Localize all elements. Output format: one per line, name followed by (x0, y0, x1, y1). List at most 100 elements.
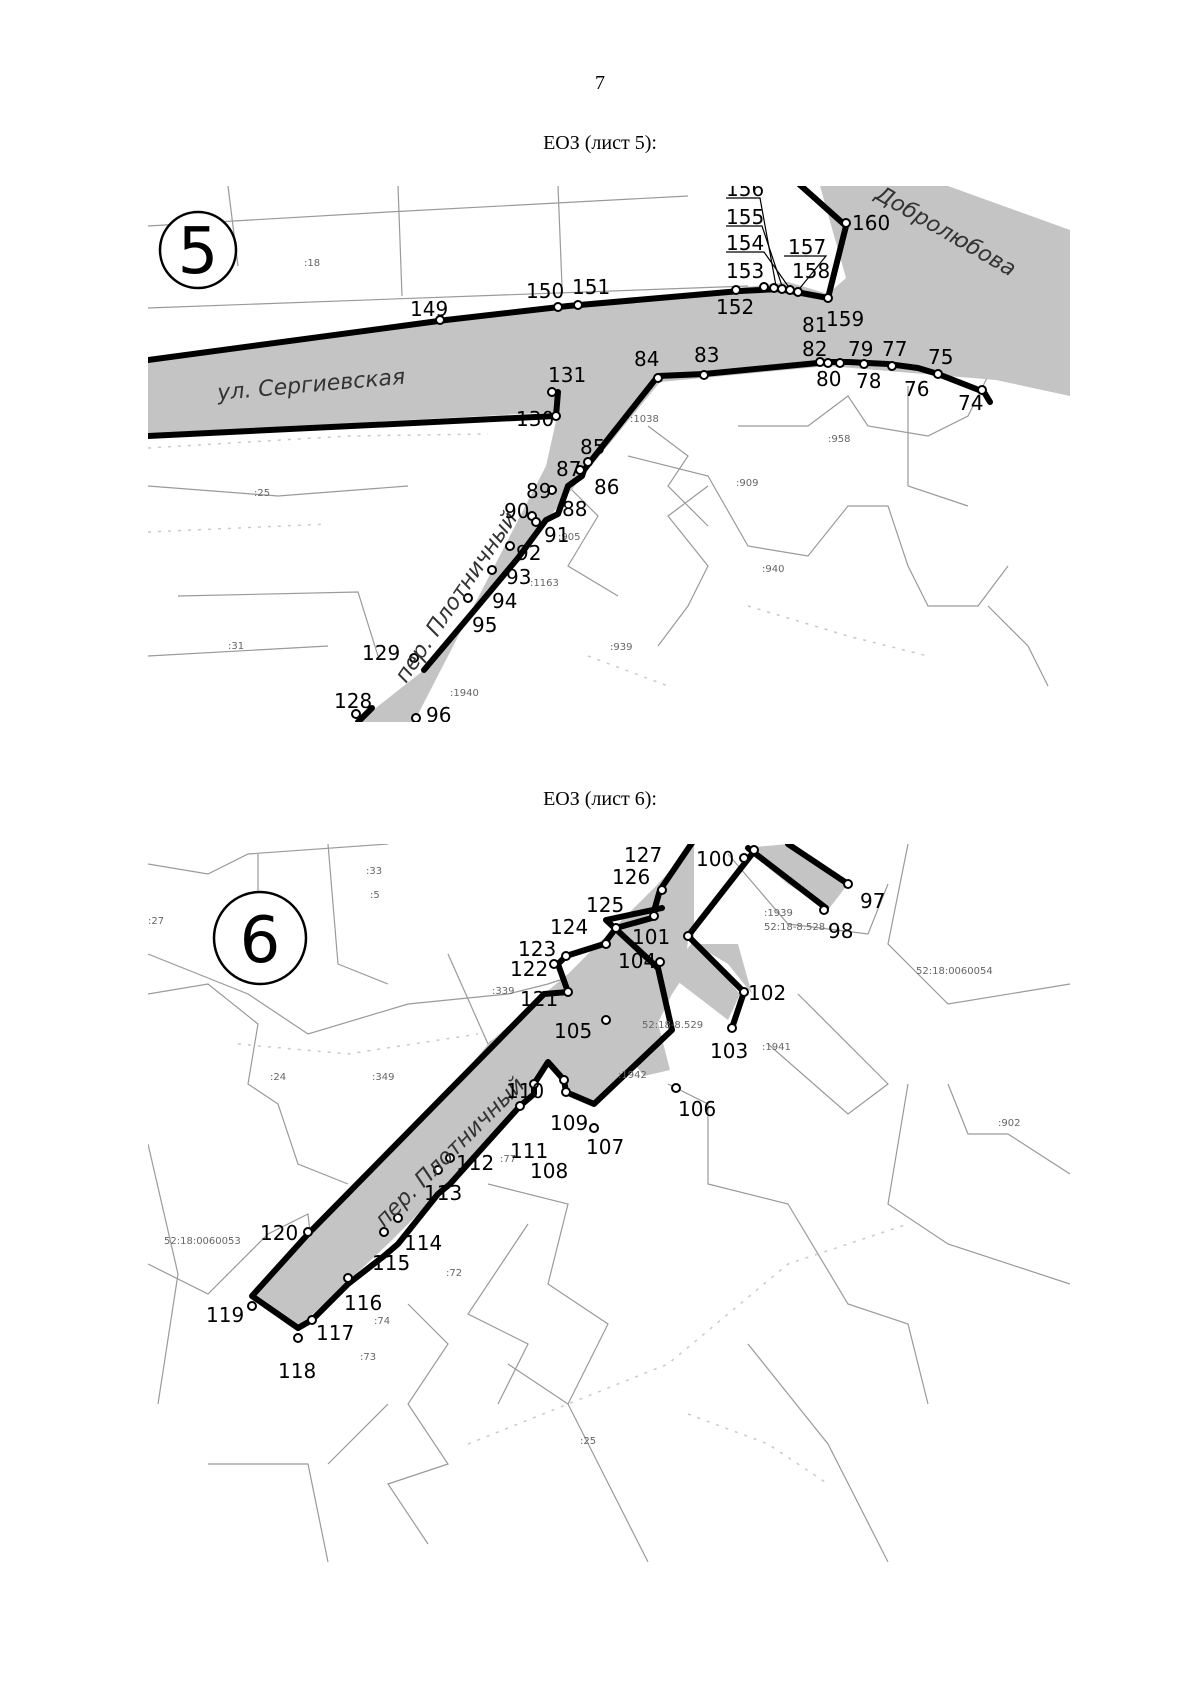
point-label: 91 (544, 523, 569, 547)
parcel-label: :1939 (764, 908, 793, 919)
sheet5-parcel-labels: :18 :25 :31 :1038 :958 :909 :905 :1163 :… (228, 258, 850, 699)
parcel-label: 52:18-8.528 (764, 922, 825, 933)
point-label: 98 (828, 919, 853, 943)
point-label: 150 (526, 279, 564, 303)
parcel-label: :902 (998, 1118, 1020, 1129)
parcel-label: :1942 (618, 1070, 647, 1081)
point-label: 158 (792, 259, 830, 283)
parcel-label: :25 (580, 1436, 596, 1447)
point-label: 78 (856, 369, 881, 393)
sheet6-points (247, 845, 853, 1343)
sheet6-svg: 6 пер. Плотничный :33 :5 :27 :339 :24 :3… (148, 844, 1070, 1562)
parcel-label: :339 (492, 986, 514, 997)
parcel-label: :5 (370, 890, 380, 901)
point-label: 117 (316, 1321, 354, 1345)
parcel-label: 52:18-8.529 (642, 1020, 703, 1031)
point-label: 90 (504, 499, 529, 523)
point-label: 155 (726, 205, 764, 229)
point-label: 123 (518, 937, 556, 961)
point-label: 131 (548, 363, 586, 387)
point-label: 89 (526, 479, 551, 503)
point-label: 92 (516, 541, 541, 565)
point-label: 85 (580, 435, 605, 459)
point-label: 95 (472, 613, 497, 637)
point-label: 83 (694, 343, 719, 367)
point-label: 93 (506, 565, 531, 589)
sheet5-point-labels: 149 150 151 152 153 154 155 156 157 158 … (334, 186, 983, 722)
parcel-label: :909 (736, 478, 758, 489)
sheet5-points (351, 218, 987, 722)
sheet6-caption: ЕОЗ (лист 6): (543, 788, 657, 810)
sheet6-parcel-labels: :33 :5 :27 :339 :24 :349 :1939 52:18-8.5… (148, 866, 1020, 1447)
parcel-label: :73 (360, 1352, 376, 1363)
point-label: 102 (748, 981, 786, 1005)
point-label: 126 (612, 865, 650, 889)
point-label: 110 (506, 1079, 544, 1103)
parcel-label: :1941 (762, 1042, 791, 1053)
point-label: 80 (816, 367, 841, 391)
point-label: 103 (710, 1039, 748, 1063)
point-label: 94 (492, 589, 517, 613)
point-label: 106 (678, 1097, 716, 1121)
point-label: 88 (562, 497, 587, 521)
sheet5-mark: 5 (158, 210, 238, 290)
parcel-label: :905 (558, 532, 580, 543)
point-label: 159 (826, 307, 864, 331)
point-label: 116 (344, 1291, 382, 1315)
parcel-label: :27 (148, 916, 164, 927)
point-label: 99 (736, 844, 761, 845)
point-label: 118 (278, 1359, 316, 1383)
parcel-label: :24 (270, 1072, 286, 1083)
point-label: 96 (426, 703, 451, 722)
sheet5-cadastral-lines (148, 186, 1049, 687)
parcel-label: :18 (304, 258, 320, 269)
point-label: 107 (586, 1135, 624, 1159)
parcel-label: :1940 (450, 688, 479, 699)
parcel-label: :940 (762, 564, 784, 575)
parcel-label: :77 (500, 1154, 516, 1165)
sheet5-mark-text: 5 (178, 215, 219, 289)
parcel-label: 52:18:0060053 (164, 1236, 241, 1247)
parcel-label: :31 (228, 641, 244, 652)
point-label: 74 (958, 391, 983, 415)
point-label: 156 (726, 186, 764, 201)
parcel-label: :72 (446, 1268, 462, 1279)
point-label: 115 (372, 1251, 410, 1275)
point-label: 108 (530, 1159, 568, 1183)
sheet6-mark-text: 6 (240, 904, 281, 978)
point-label: 119 (206, 1303, 244, 1327)
point-label: 79 (848, 337, 873, 361)
point-label: 84 (634, 347, 659, 371)
parcel-label: :1038 (630, 414, 659, 425)
point-label: 111 (510, 1139, 548, 1163)
point-label: 125 (586, 893, 624, 917)
sheet5-map: 5 ул. Сергиевская пер. Плотничный Доброл… (148, 186, 1070, 722)
sheet6-point-labels: 99 100 97 98 127 126 125 124 123 122 121… (206, 844, 885, 1383)
point-label: 127 (624, 844, 662, 867)
point-label: 154 (726, 231, 764, 255)
parcel-label: :1163 (530, 578, 559, 589)
point-label: 101 (632, 925, 670, 949)
sheet5-mark-circle (158, 210, 238, 290)
point-label: 149 (410, 297, 448, 321)
sheet6-cadastral-lines (148, 844, 1070, 1562)
point-label: 157 (788, 235, 826, 259)
point-label: 151 (572, 275, 610, 299)
point-label: 105 (554, 1019, 592, 1043)
point-label: 122 (510, 957, 548, 981)
point-label: 82 (802, 337, 827, 361)
parcel-label: :349 (372, 1072, 394, 1083)
sheet5-leaders (726, 197, 828, 289)
parcel-label: :25 (254, 488, 270, 499)
point-label: 109 (550, 1111, 588, 1135)
sheet6-mark-circle (212, 890, 308, 986)
sheet6-map: 6 пер. Плотничный :33 :5 :27 :339 :24 :3… (148, 844, 1070, 1562)
point-label: 121 (520, 987, 558, 1011)
parcel-label: :958 (828, 434, 850, 445)
point-label: 76 (904, 377, 929, 401)
page-number: 7 (595, 72, 605, 94)
point-label: 97 (860, 889, 885, 913)
point-label: 104 (618, 949, 656, 973)
point-label: 87 (556, 457, 581, 481)
parcel-label: :74 (374, 1316, 390, 1327)
